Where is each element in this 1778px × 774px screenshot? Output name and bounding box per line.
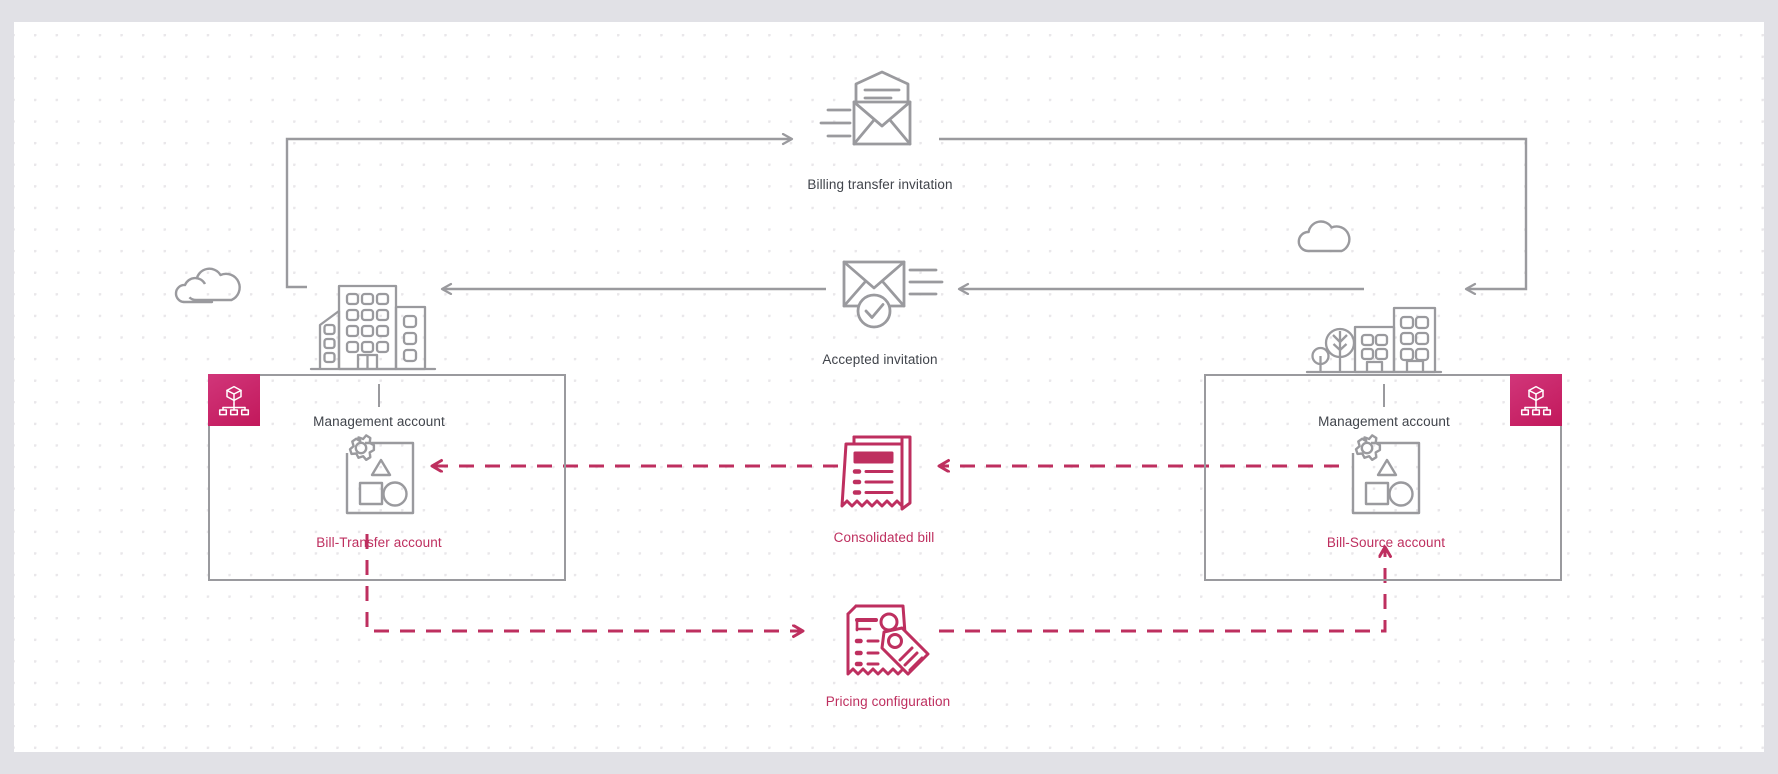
envelope-check-icon xyxy=(842,260,944,329)
city-buildings-trees-icon xyxy=(1305,306,1443,374)
left-account-group-box xyxy=(208,374,566,581)
aws-organizations-icon-right xyxy=(1510,374,1562,426)
envelope-with-letter-icon xyxy=(819,70,912,146)
connector-invitation-to-right-management xyxy=(939,137,1528,289)
gear-shapes-account-icon-right xyxy=(1351,434,1421,515)
diagram-canvas: Management account Bill-Transfer account xyxy=(14,22,1764,752)
aws-organizations-icon-left xyxy=(208,374,260,426)
connector-left-management-to-invitation xyxy=(285,139,792,289)
right-account-group-box xyxy=(1204,374,1562,581)
consolidated-bill-label: Consolidated bill xyxy=(833,530,935,545)
connector-pricing-configuration-to-bill-source xyxy=(939,547,1385,633)
city-buildings-icon xyxy=(309,284,437,371)
left-management-tick xyxy=(378,384,381,407)
right-management-account-label: Management account xyxy=(1318,414,1450,429)
connector-bill-transfer-to-pricing-configuration xyxy=(365,534,803,631)
billing-transfer-invitation-label: Billing transfer invitation xyxy=(807,177,953,192)
connector-layer xyxy=(285,22,1528,752)
accepted-invitation-label: Accepted invitation xyxy=(822,352,938,367)
pricing-configuration-label: Pricing configuration xyxy=(825,694,951,709)
aws-organizations-glyph-right xyxy=(1520,385,1552,416)
receipt-price-tag-icon xyxy=(846,604,930,676)
receipt-stack-icon xyxy=(840,435,912,511)
left-account-label: Bill-Transfer account xyxy=(316,535,442,550)
right-management-tick xyxy=(1383,384,1386,407)
aws-organizations-glyph-left xyxy=(218,385,250,416)
left-management-account-label: Management account xyxy=(313,414,445,429)
clouds-icon xyxy=(174,267,241,304)
right-account-label: Bill-Source account xyxy=(1326,535,1446,550)
gear-shapes-account-icon-left xyxy=(345,434,415,515)
cloud-icon xyxy=(1297,220,1351,253)
